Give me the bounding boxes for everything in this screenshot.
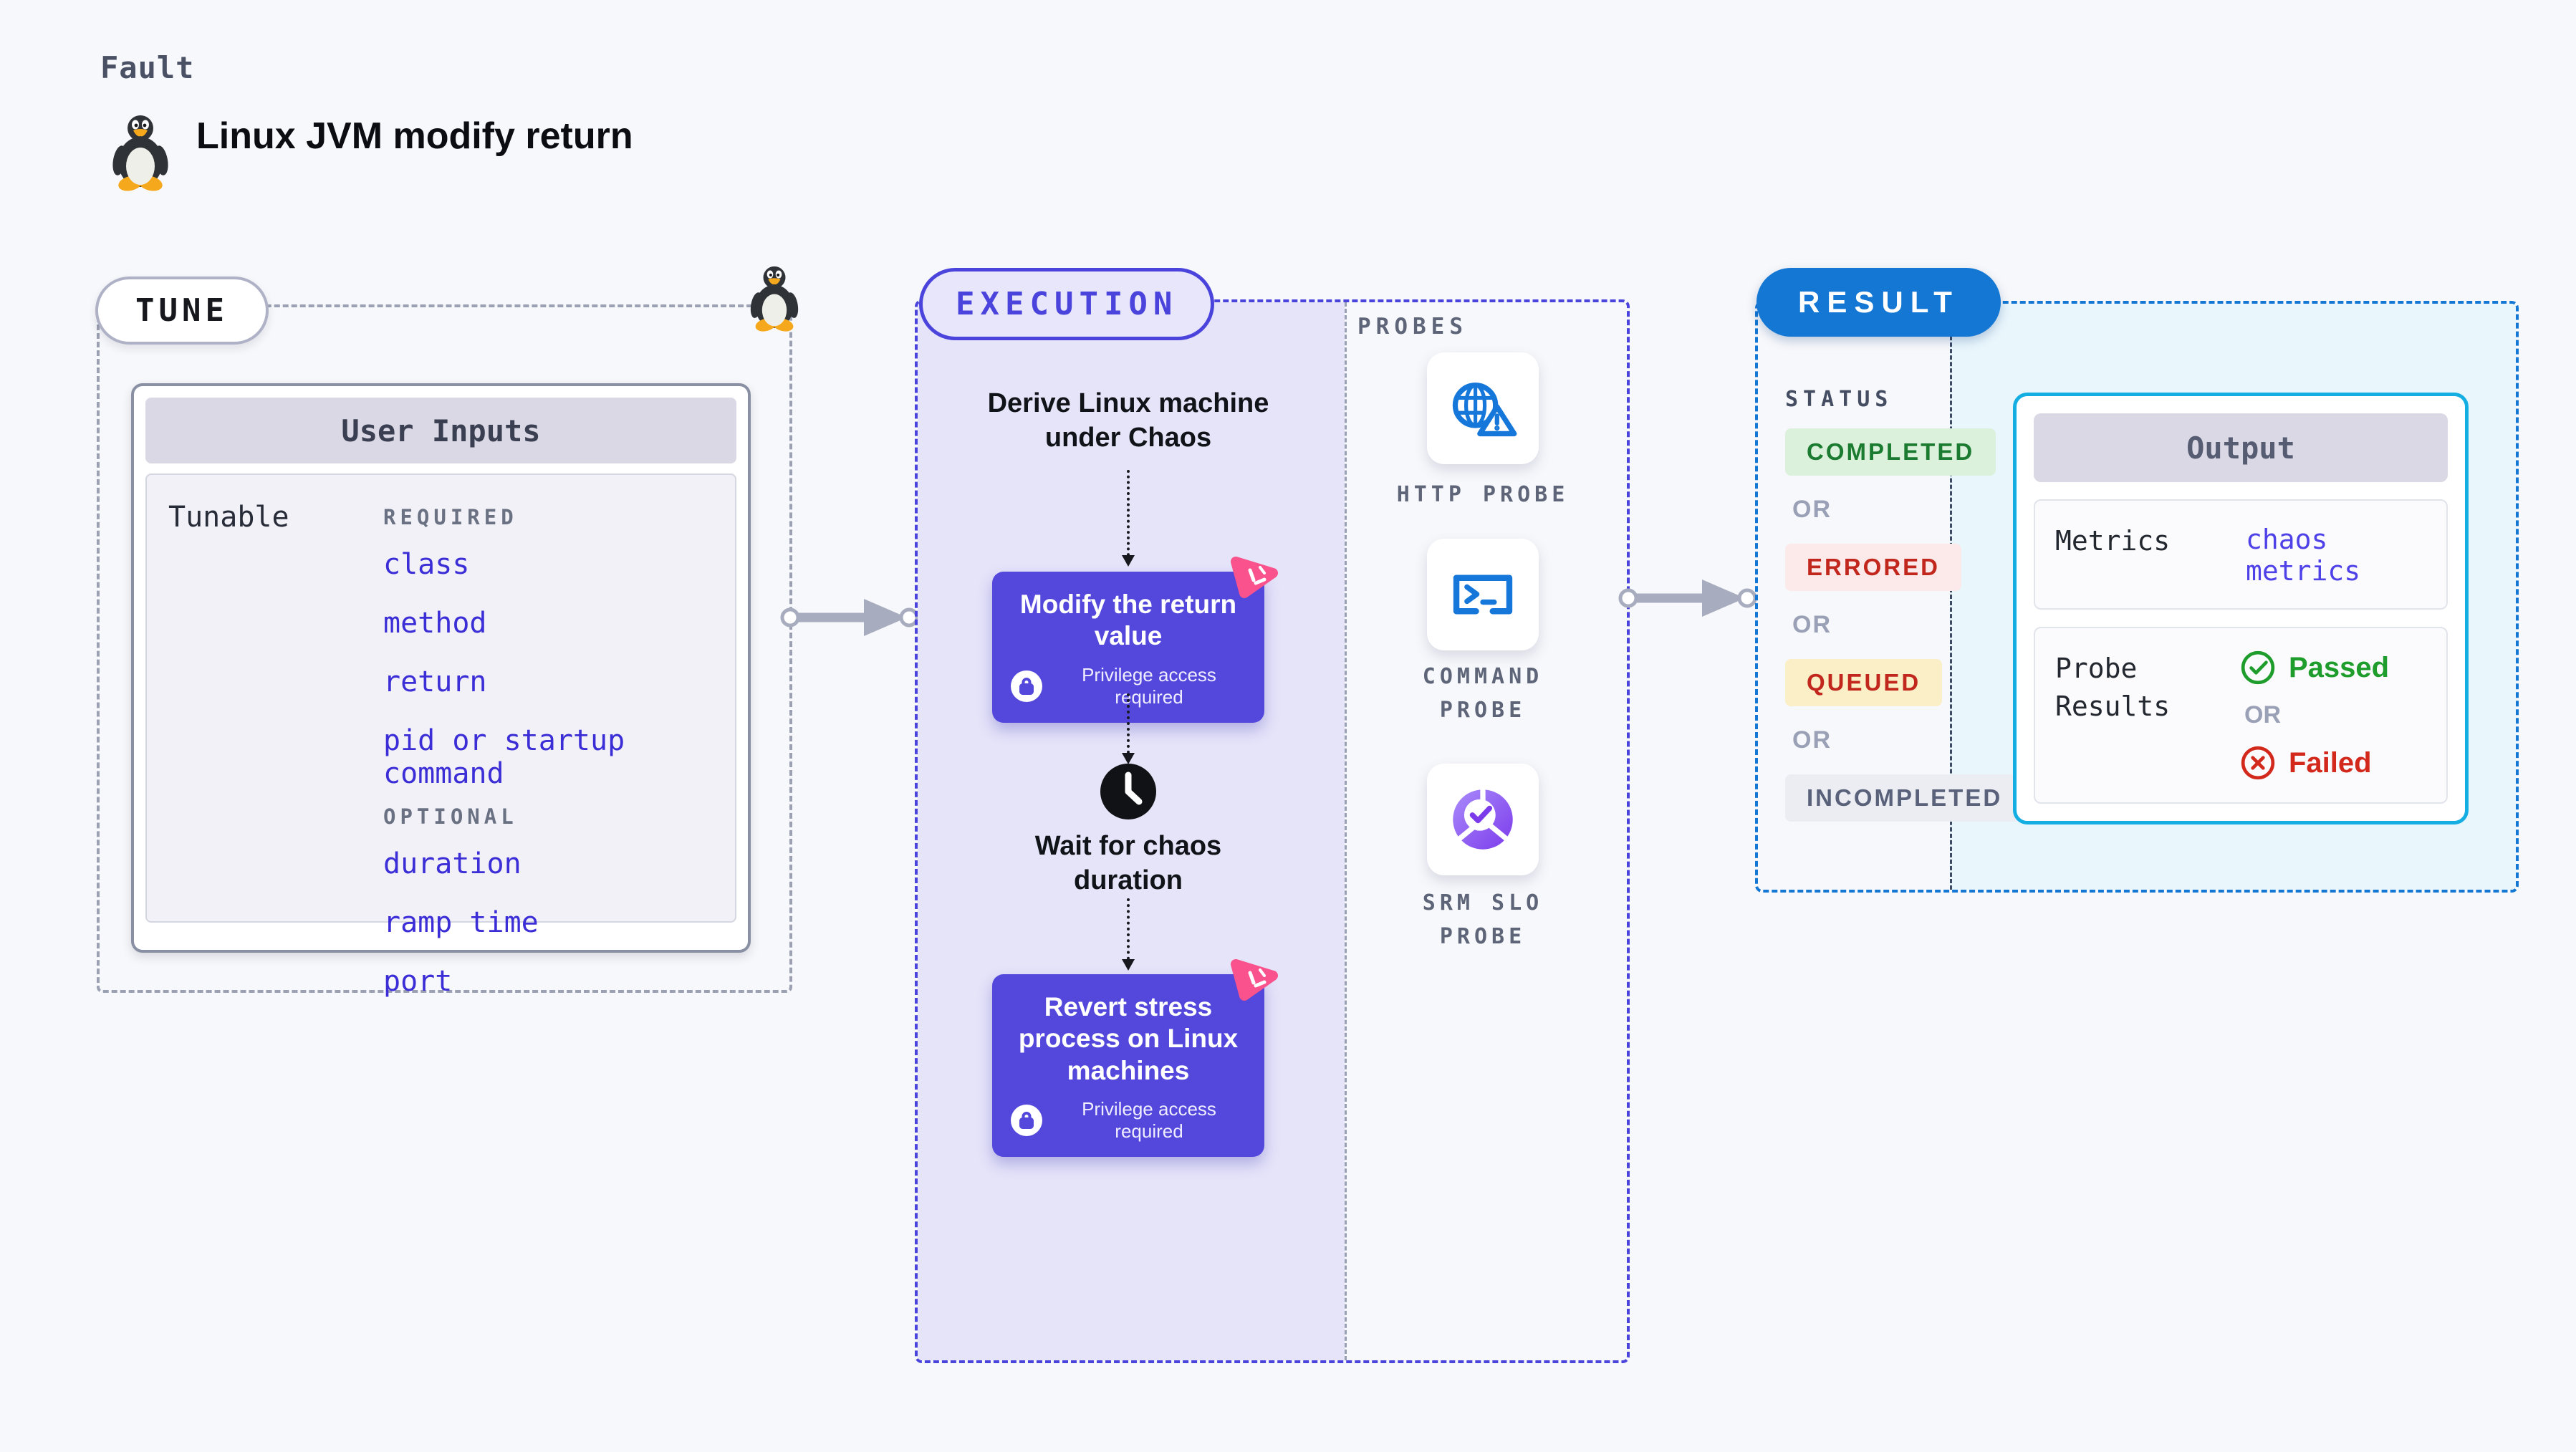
action-title: Modify the return value xyxy=(1019,590,1237,651)
probe-label-command: COMMAND PROBE xyxy=(1422,664,1544,723)
tunable-link-pid-or-startup-command[interactable]: pid or startup command xyxy=(383,724,625,790)
probes-section-label: PROBES xyxy=(1357,314,1468,340)
output-title: Output xyxy=(2034,413,2448,482)
status-badge-list: COMPLETED OR ERRORED OR QUEUED OR INCOMP… xyxy=(1785,428,2024,822)
probe-label-http: HTTP PROBE xyxy=(1396,482,1570,507)
privilege-note-text: Privilege access required xyxy=(1082,1098,1216,1143)
tune-section-label: TUNE xyxy=(95,277,269,345)
or-separator: OR xyxy=(1792,496,1832,523)
chaos-icon xyxy=(1229,552,1280,599)
or-separator: OR xyxy=(2244,701,2281,729)
required-heading: REQUIRED xyxy=(383,505,518,529)
flow-step-wait: Wait for chaos duration xyxy=(1034,831,1222,895)
execution-probes-divider xyxy=(1345,302,1347,1360)
optional-heading: OPTIONAL xyxy=(383,804,518,829)
execution-flow-background xyxy=(918,302,1345,1360)
tunable-link-return[interactable]: return xyxy=(383,665,487,698)
execution-section-label: EXECUTION xyxy=(919,268,1215,340)
check-circle-icon xyxy=(2240,650,2276,686)
action-title: Revert stress process on Linux machines xyxy=(1018,992,1239,1085)
privilege-note: Privilege access required xyxy=(1011,1098,1246,1143)
execution-to-result-arrow xyxy=(1618,575,1758,621)
privilege-note-text: Privilege access required xyxy=(1082,663,1216,708)
metrics-value-link[interactable]: chaos metrics xyxy=(2246,524,2361,587)
wait-clock-icon xyxy=(1100,764,1156,819)
slo-pie-icon xyxy=(1448,785,1517,854)
output-card: Output Metrics chaos metrics Probe Resul… xyxy=(2013,393,2469,824)
fault-eyebrow: Fault xyxy=(100,50,195,85)
tunable-link-ramp-time[interactable]: ramp time xyxy=(383,906,539,939)
tune-to-execution-arrow xyxy=(779,595,920,640)
flow-action-modify-return: Modify the return value Privilege access… xyxy=(992,572,1264,723)
terminal-icon xyxy=(1448,567,1517,622)
status-output-divider xyxy=(1950,304,1952,890)
status-badge-errored: ERRORED xyxy=(1785,544,1962,591)
status-heading: STATUS xyxy=(1785,387,1893,412)
page-title: Linux JVM modify return xyxy=(196,115,633,157)
flow-connector-3 xyxy=(1122,898,1135,971)
tux-linux-icon xyxy=(110,115,170,192)
probe-card-command[interactable] xyxy=(1427,539,1539,650)
probe-results-label: Probe Results xyxy=(2055,653,2171,723)
tunable-row-label: Tunable xyxy=(168,501,289,534)
tunable-link-class[interactable]: class xyxy=(383,548,470,581)
status-badge-queued: QUEUED xyxy=(1785,659,1943,706)
failed-label: Failed xyxy=(2289,746,2372,779)
probe-results-row: Probe Results Passed OR Failed xyxy=(2034,627,2448,804)
lock-icon xyxy=(1011,1105,1042,1137)
or-separator: OR xyxy=(1792,726,1832,754)
tux-linux-icon-small xyxy=(749,266,800,332)
globe-alert-icon xyxy=(1447,378,1519,438)
flow-action-revert-stress: Revert stress process on Linux machines … xyxy=(992,974,1264,1158)
user-inputs-title: User Inputs xyxy=(145,398,736,463)
flow-step-derive: Derive Linux machine under Chaos xyxy=(987,388,1269,453)
probe-card-srm-slo[interactable] xyxy=(1427,764,1539,875)
lock-icon xyxy=(1011,670,1042,702)
chaos-icon xyxy=(1229,954,1280,1001)
passed-label: Passed xyxy=(2289,651,2390,683)
privilege-note: Privilege access required xyxy=(1011,664,1246,708)
or-separator: OR xyxy=(1792,611,1832,638)
x-circle-icon xyxy=(2240,745,2276,781)
user-inputs-body: Tunable REQUIRED class method return pid… xyxy=(145,473,736,998)
flow-connector-2 xyxy=(1122,693,1135,764)
status-badge-incompleted: INCOMPLETED xyxy=(1785,774,2024,822)
probe-card-http[interactable] xyxy=(1427,352,1539,464)
tune-section xyxy=(97,304,792,993)
flow-connector-1 xyxy=(1122,470,1135,567)
tunable-link-port[interactable]: port xyxy=(383,965,453,998)
metrics-row: Metrics chaos metrics xyxy=(2034,499,2448,610)
execution-section xyxy=(915,299,1630,1363)
probe-label-srm-slo: SRM SLO PROBE xyxy=(1422,890,1544,949)
user-inputs-card: User Inputs Tunable REQUIRED class metho… xyxy=(131,383,751,998)
metrics-label: Metrics xyxy=(2055,525,2171,557)
tunable-link-duration[interactable]: duration xyxy=(383,847,522,880)
status-badge-completed: COMPLETED xyxy=(1785,428,1996,476)
result-section-label: RESULT xyxy=(1756,268,2001,337)
tunable-link-method[interactable]: method xyxy=(383,607,487,640)
